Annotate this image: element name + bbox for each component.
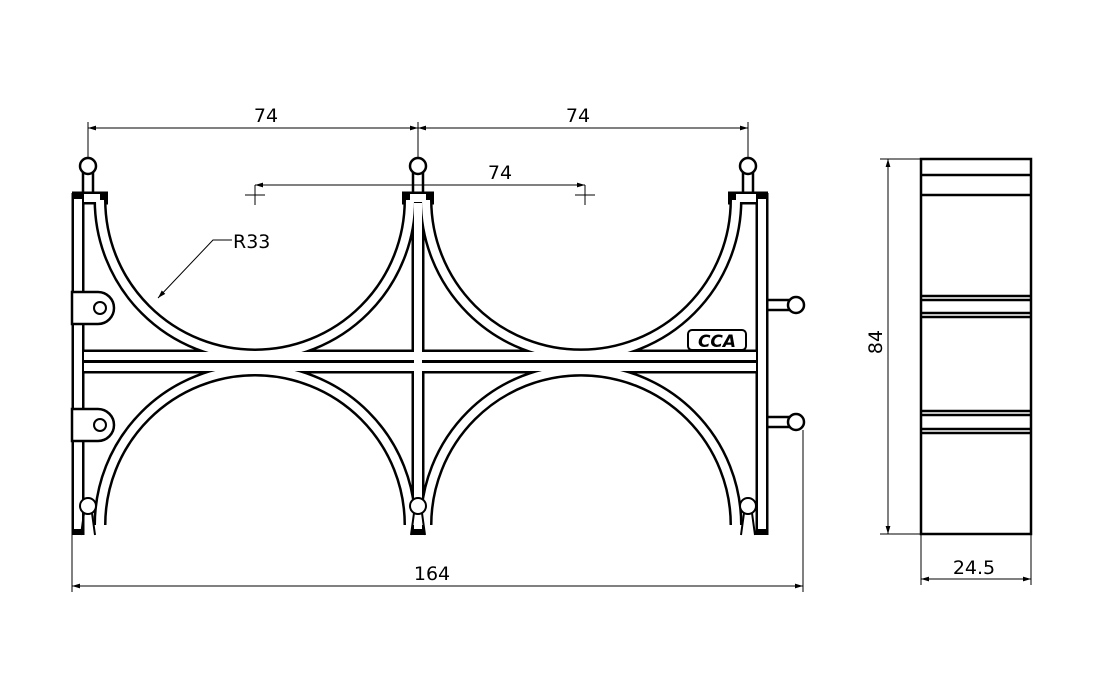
dim-top-right: 74 — [566, 105, 590, 127]
front-view: CCA — [70, 156, 806, 536]
dim-radius: R33 — [233, 231, 270, 253]
top-mounting-knobs — [78, 156, 758, 199]
bottom-keyhole-slots — [79, 497, 757, 536]
dim-inner-span: 74 — [488, 162, 512, 184]
dim-top-left: 74 — [254, 105, 278, 127]
dim-depth: 24.5 — [953, 557, 995, 579]
left-snap-slots — [70, 290, 116, 443]
cca-logo: CCA — [687, 329, 747, 352]
side-view: 84 24.5 — [865, 157, 1033, 585]
svg-text:CCA: CCA — [698, 332, 736, 352]
dim-overall-width: 164 — [414, 563, 450, 585]
profile-walls — [71, 191, 769, 535]
dim-height: 84 — [865, 330, 887, 354]
dimension-annotations: 74 74 74 R33 164 — [71, 105, 804, 592]
